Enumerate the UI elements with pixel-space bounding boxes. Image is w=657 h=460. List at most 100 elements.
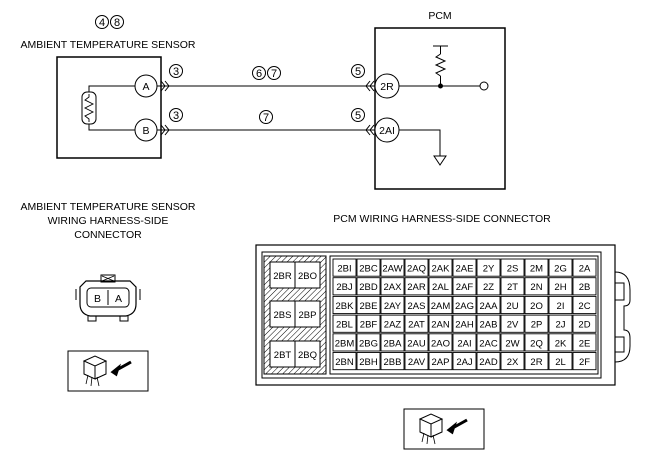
pullup-resistor-icon bbox=[433, 45, 448, 86]
pin-2bk: 2BK bbox=[336, 301, 355, 312]
pin-2s: 2S bbox=[507, 264, 519, 275]
sensor-callout: 4 8 bbox=[95, 15, 124, 29]
pin-2ax: 2AX bbox=[384, 282, 403, 293]
pin-cell bbox=[380, 277, 405, 296]
pin-2ao: 2AO bbox=[431, 338, 450, 349]
pin-cell bbox=[332, 295, 357, 315]
pin-cell bbox=[452, 277, 477, 296]
pin-2aa: 2AA bbox=[480, 301, 499, 312]
pin-cell bbox=[572, 258, 597, 277]
pin-2p: 2P bbox=[531, 320, 543, 331]
sensor-connector-pin-b: B bbox=[94, 293, 101, 305]
pin-cell bbox=[548, 314, 573, 333]
pin-2b: 2B bbox=[579, 282, 591, 293]
pin-cell bbox=[452, 333, 477, 352]
pin-2al: 2AL bbox=[432, 282, 449, 293]
pin-cell bbox=[356, 333, 381, 352]
pin-cell bbox=[572, 333, 597, 352]
pin-cell bbox=[500, 295, 525, 315]
pin-cell bbox=[524, 352, 549, 371]
pin-2k: 2K bbox=[555, 338, 567, 349]
pin-cell bbox=[404, 258, 429, 277]
pin-2bm: 2BM bbox=[335, 338, 355, 349]
pin-cell bbox=[476, 295, 501, 315]
pin-cell bbox=[380, 258, 405, 277]
pin-2as: 2AS bbox=[408, 301, 426, 312]
pin-2c: 2C bbox=[578, 301, 590, 312]
callout-7-bottom: 7 bbox=[263, 112, 269, 124]
pin-cell bbox=[524, 295, 549, 315]
pin-cell bbox=[500, 352, 525, 371]
callout-7-top: 7 bbox=[271, 68, 277, 80]
pin-2aq: 2AQ bbox=[407, 264, 426, 275]
callout-5-bottom: 5 bbox=[355, 110, 361, 122]
pin-cell bbox=[548, 258, 573, 277]
pin-cell bbox=[356, 295, 381, 315]
pin-2bt: 2BT bbox=[274, 350, 292, 361]
pin-cell bbox=[548, 295, 573, 315]
pin-cell bbox=[524, 277, 549, 296]
harness-side-view-icon bbox=[67, 350, 149, 392]
sensor-pin-b: B bbox=[142, 125, 149, 137]
terminal-icon bbox=[479, 81, 489, 91]
pin-cell bbox=[548, 333, 573, 352]
pcm-title: PCM bbox=[428, 10, 451, 22]
pin-2l: 2L bbox=[555, 357, 566, 368]
callout-4: 4 bbox=[99, 17, 105, 29]
pin-2bn: 2BN bbox=[335, 357, 354, 368]
pin-2t: 2T bbox=[507, 282, 518, 293]
pin-cell bbox=[404, 314, 429, 333]
pin-2j: 2J bbox=[555, 320, 565, 331]
pin-2ba: 2BA bbox=[384, 338, 403, 349]
pin-cell bbox=[500, 277, 525, 296]
pin-cell bbox=[356, 314, 381, 333]
pin-cell bbox=[572, 352, 597, 371]
pin-2ag: 2AG bbox=[455, 301, 474, 312]
pin-cell bbox=[404, 277, 429, 296]
pin-2o: 2O bbox=[530, 301, 543, 312]
latch-icon bbox=[100, 274, 116, 283]
pin-cell bbox=[380, 352, 405, 371]
pin-2at: 2AT bbox=[408, 320, 425, 331]
pin-2bd: 2BD bbox=[359, 282, 378, 293]
pin-2bg: 2BG bbox=[359, 338, 378, 349]
pin-2ae: 2AE bbox=[456, 264, 474, 275]
pin-cell bbox=[524, 333, 549, 352]
pcm-pin-2r: 2R bbox=[380, 81, 394, 93]
pin-cell bbox=[428, 352, 453, 371]
pin-2v: 2V bbox=[507, 320, 519, 331]
pin-2n: 2N bbox=[530, 282, 542, 293]
pin-2z: 2Z bbox=[483, 282, 494, 293]
pin-2be: 2BE bbox=[360, 301, 378, 312]
pin-2ab: 2AB bbox=[480, 320, 498, 331]
pin-cell bbox=[572, 295, 597, 315]
pin-2w: 2W bbox=[505, 338, 519, 349]
pin-cell bbox=[332, 314, 357, 333]
pin-2ap: 2AP bbox=[432, 357, 450, 368]
pin-cell bbox=[476, 314, 501, 333]
pin-cell bbox=[476, 258, 501, 277]
pin-2au: 2AU bbox=[407, 338, 426, 349]
pin-2ak: 2AK bbox=[432, 264, 451, 275]
pin-2f: 2F bbox=[579, 357, 590, 368]
pin-2ar: 2AR bbox=[407, 282, 426, 293]
pin-2af: 2AF bbox=[456, 282, 474, 293]
pin-cell bbox=[500, 258, 525, 277]
sensor-connector-pin-a: A bbox=[115, 293, 122, 305]
pin-2i: 2I bbox=[557, 301, 565, 312]
ground-icon bbox=[433, 155, 447, 166]
pin-cell bbox=[332, 258, 357, 277]
pin-cell bbox=[476, 352, 501, 371]
pin-cell bbox=[380, 333, 405, 352]
wires bbox=[157, 80, 375, 136]
pin-cell bbox=[404, 333, 429, 352]
pin-cell bbox=[476, 333, 501, 352]
pin-cell bbox=[524, 258, 549, 277]
pin-cell bbox=[428, 333, 453, 352]
pin-2q: 2Q bbox=[530, 338, 543, 349]
pin-2ai: 2AI bbox=[457, 338, 471, 349]
pcm-box: 2R 2AI bbox=[374, 27, 506, 190]
